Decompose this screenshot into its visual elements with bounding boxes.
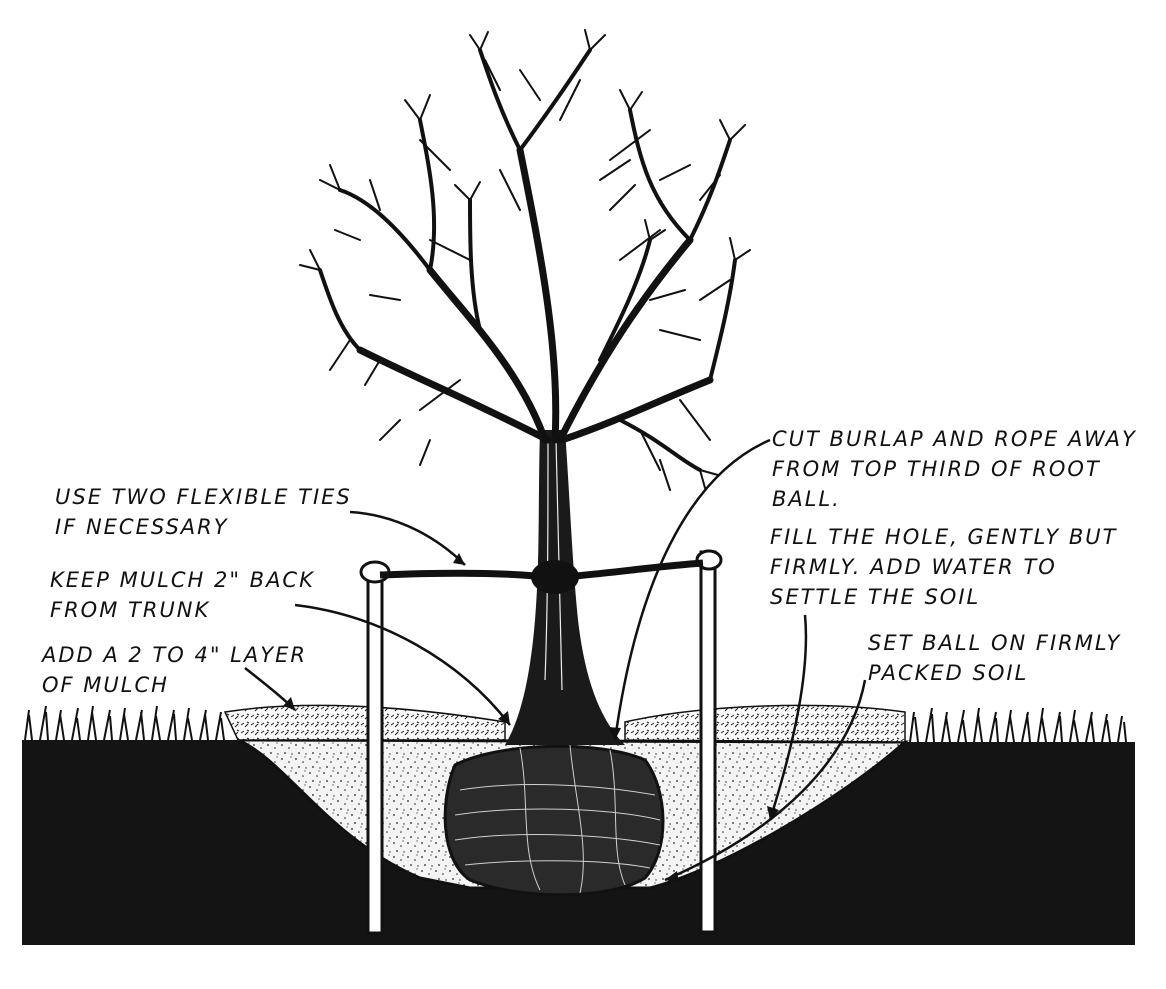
label-mulch-layer-line1: ADD A 2 TO 4" LAYER (42, 640, 307, 670)
label-set-ball-line1: SET BALL ON FIRMLY (868, 628, 1121, 658)
tie-left (380, 573, 535, 576)
grass-left (25, 706, 224, 740)
label-cut-burlap: CUT BURLAP AND ROPE AWAY FROM TOP THIRD … (772, 424, 1137, 514)
label-flexible-ties: USE TWO FLEXIBLE TIES IF NECESSARY (55, 482, 352, 542)
label-mulch-back: KEEP MULCH 2" BACK FROM TRUNK (50, 565, 315, 625)
leader-ties (350, 512, 465, 565)
label-flexible-ties-line1: USE TWO FLEXIBLE TIES (55, 482, 352, 512)
tie-knot (531, 560, 579, 594)
stake-left (368, 565, 382, 933)
label-fill-hole-line3: SETTLE THE SOIL (770, 582, 1117, 612)
leader-burlap (615, 440, 770, 740)
label-flexible-ties-line2: IF NECESSARY (55, 512, 352, 542)
mulch-layer-right (625, 705, 905, 742)
label-fill-hole-line2: FIRMLY. ADD WATER TO (770, 552, 1117, 582)
label-mulch-layer: ADD A 2 TO 4" LAYER OF MULCH (42, 640, 307, 700)
label-cut-burlap-line1: CUT BURLAP AND ROPE AWAY (772, 424, 1137, 454)
label-cut-burlap-line2: FROM TOP THIRD OF ROOT (772, 454, 1137, 484)
label-mulch-back-line2: FROM TRUNK (50, 595, 315, 625)
tie-right (575, 563, 703, 576)
label-cut-burlap-line3: BALL. (772, 484, 1137, 514)
grass-right (910, 708, 1126, 742)
label-mulch-layer-line2: OF MULCH (42, 670, 307, 700)
label-set-ball: SET BALL ON FIRMLY PACKED SOIL (868, 628, 1121, 688)
stake-right (701, 552, 715, 932)
tree-crown (300, 30, 750, 490)
label-set-ball-line2: PACKED SOIL (868, 658, 1121, 688)
mulch-layer (225, 705, 505, 740)
label-mulch-back-line1: KEEP MULCH 2" BACK (50, 565, 315, 595)
root-ball (445, 745, 663, 895)
label-fill-hole: FILL THE HOLE, GENTLY BUT FIRMLY. ADD WA… (770, 522, 1117, 612)
label-fill-hole-line1: FILL THE HOLE, GENTLY BUT (770, 522, 1117, 552)
